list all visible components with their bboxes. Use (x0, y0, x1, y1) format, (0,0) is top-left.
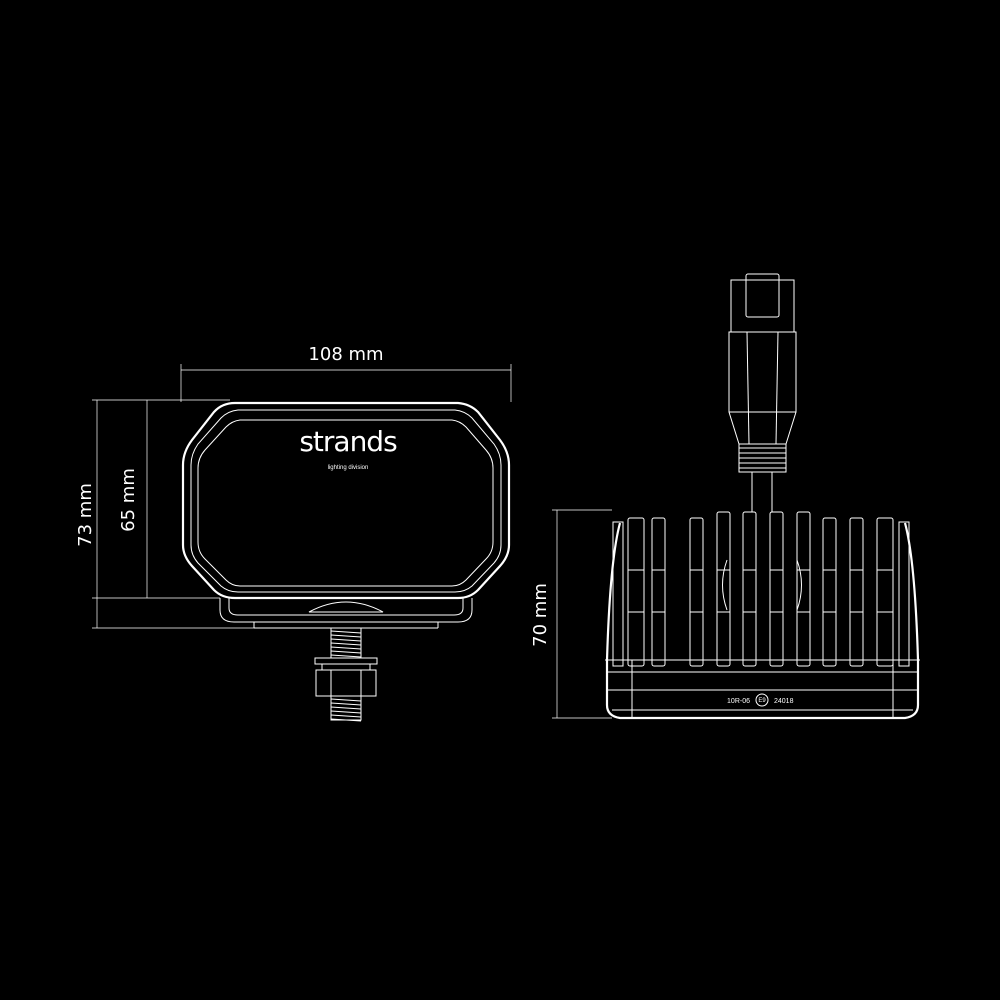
fin (849, 517, 864, 667)
thread-line (330, 702, 362, 706)
lens-height-label: 65 mm (118, 468, 139, 532)
thread-line (330, 642, 362, 646)
width-dimension: 108 mm (180, 344, 512, 402)
approval-number: 24018 (774, 698, 794, 705)
bracket-dome (308, 601, 384, 613)
thread-line (330, 698, 362, 702)
depth-dimension: 70 mm (530, 509, 612, 719)
approval-marking: 10R-06 E9 24018 (727, 693, 794, 707)
brand-logo: strands (299, 425, 397, 458)
fin (769, 511, 784, 667)
width-label: 108 mm (308, 344, 383, 365)
thread-line (330, 714, 362, 718)
end-fin (898, 521, 910, 667)
thread-line (330, 650, 362, 654)
depth-label: 70 mm (530, 583, 551, 647)
total-height-label: 73 mm (75, 483, 96, 547)
fin (796, 511, 811, 667)
front-view: 108 mm 73 mm 65 mm strands lighting divi… (75, 344, 512, 722)
thread-line (330, 638, 362, 642)
thread-line (330, 646, 362, 650)
thread-line (330, 634, 362, 638)
end-fin (612, 521, 624, 667)
fin (651, 517, 666, 667)
fin (627, 517, 645, 667)
approval-mark: E9 (758, 698, 766, 704)
heatsink-fins (612, 511, 910, 667)
fin (822, 517, 837, 667)
fin (689, 517, 704, 667)
fin (876, 517, 894, 667)
thread-line (330, 630, 362, 634)
cable-connector (728, 273, 797, 512)
mounting-bracket (219, 598, 473, 623)
fin (716, 511, 731, 667)
thread-line (330, 706, 362, 710)
fin (742, 511, 757, 667)
regulation-code: 10R-06 (727, 698, 750, 705)
thread-line (330, 654, 362, 658)
thread-line (330, 710, 362, 714)
brand-tagline: lighting division (328, 465, 369, 471)
thread-line (330, 718, 362, 722)
height-dimensions: 73 mm 65 mm (75, 399, 260, 629)
mounting-bolt (314, 627, 378, 722)
housing-outline (181, 401, 511, 600)
side-view: 70 mm 10R-06 E9 24018 (530, 273, 920, 720)
heatsink-body (605, 522, 920, 720)
